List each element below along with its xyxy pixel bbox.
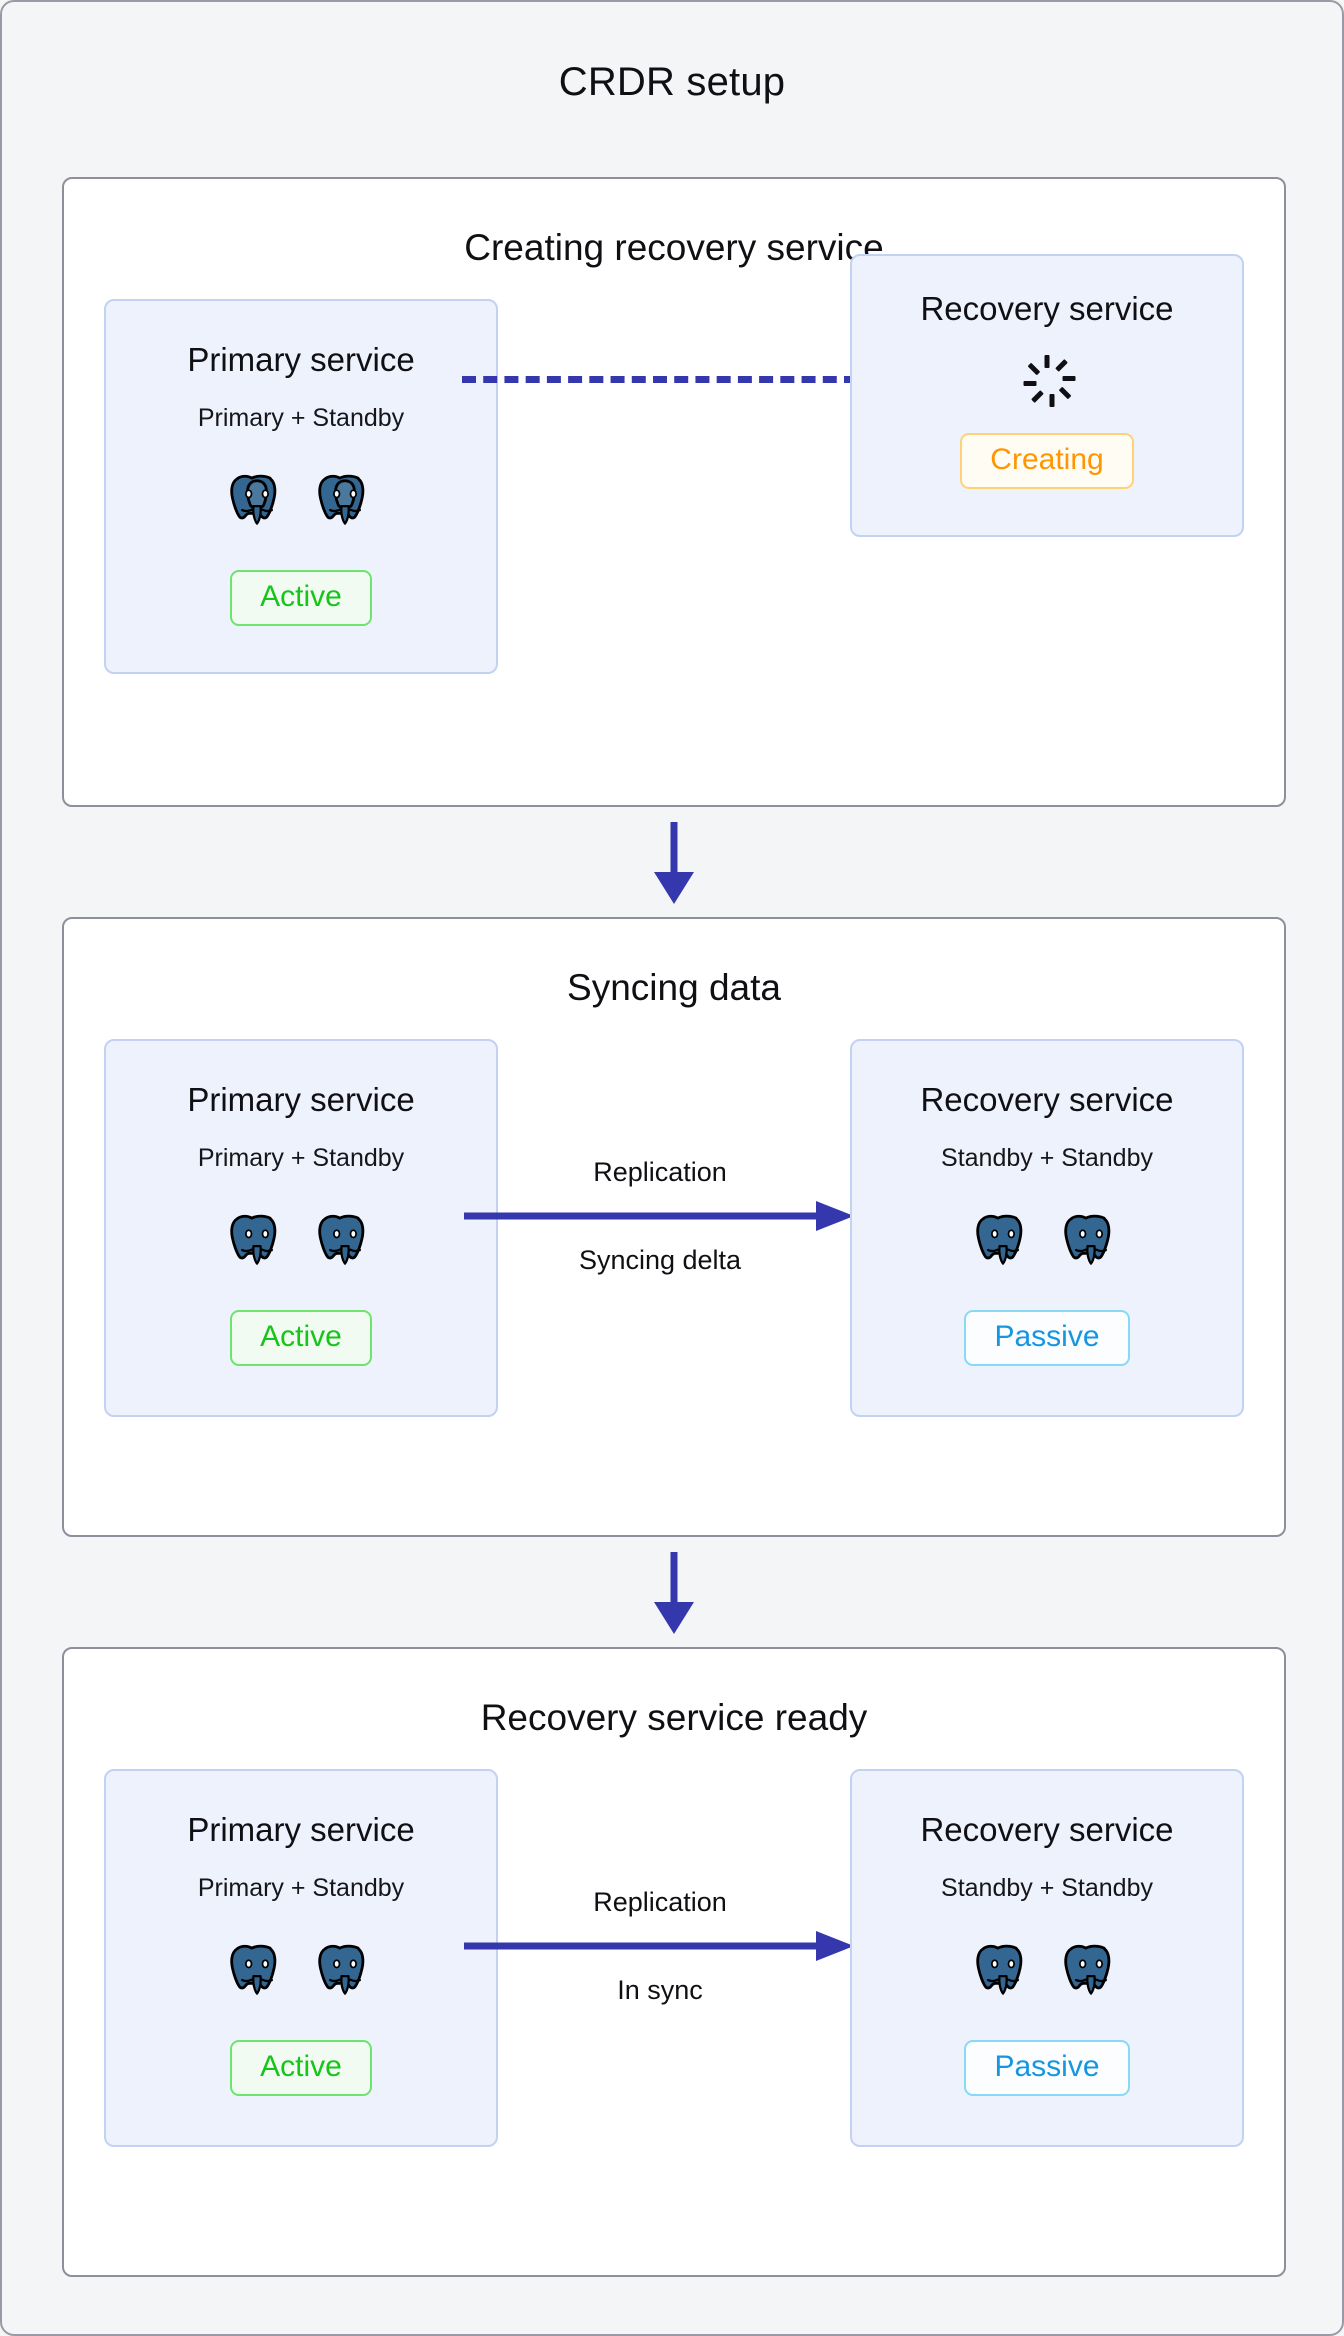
page-title: CRDR setup — [558, 60, 786, 104]
stage-title: Recovery service ready — [480, 1697, 868, 1738]
status-badge: Active — [230, 570, 372, 626]
connector-replication: Replication Syncing delta — [462, 1159, 858, 1279]
stage-title: Syncing data — [567, 967, 781, 1008]
service-card-recovery[interactable]: Recovery service Standby + Standby — [850, 1039, 1244, 1417]
connector-label-top: Replication — [593, 1157, 727, 1187]
status-badge: Active — [230, 2040, 372, 2096]
node-row — [975, 1941, 1119, 2004]
status-badge: Passive — [964, 1310, 1130, 1366]
service-subtitle: Primary + Standby — [197, 404, 405, 432]
connector-replication: Replication In sync — [462, 1889, 858, 2009]
stage-panel-syncing-data: Syncing data Primary service Primary + S… — [62, 917, 1286, 1537]
loading-spinner-icon — [1021, 355, 1076, 407]
stage-panel-creating-recovery-service: Creating recovery service Primary servic… — [62, 177, 1286, 807]
status-badge: Creating — [960, 433, 1134, 489]
service-subtitle: Primary + Standby — [197, 1144, 405, 1172]
connector-dashed-line — [462, 376, 858, 383]
service-name: Recovery service — [920, 1081, 1174, 1118]
service-subtitle: Primary + Standby — [197, 1874, 405, 1902]
service-subtitle: Standby + Standby — [941, 1874, 1153, 1902]
node-row — [975, 1211, 1119, 1274]
service-card-primary[interactable]: Primary service Primary + Standby — [104, 1039, 498, 1417]
flow-arrow-down — [632, 1550, 716, 1641]
service-name: Primary service — [187, 1811, 415, 1848]
service-name: Recovery service — [920, 290, 1174, 327]
postgres-icon — [1063, 1941, 1119, 2004]
status-badge: Passive — [964, 2040, 1130, 2096]
postgres-icon — [317, 471, 373, 534]
postgres-icon — [317, 1211, 373, 1274]
postgres-icon — [229, 1211, 285, 1274]
connector-label-bottom: Syncing delta — [578, 1245, 742, 1275]
status-badge: Active — [230, 1310, 372, 1366]
service-name: Primary service — [187, 341, 415, 378]
postgres-icon — [229, 471, 285, 534]
service-subtitle: Standby + Standby — [941, 1144, 1153, 1172]
stage-title: Creating recovery service — [464, 227, 884, 268]
service-name: Recovery service — [920, 1811, 1174, 1848]
postgres-icon — [317, 1941, 373, 2004]
postgres-icon — [975, 1941, 1031, 2004]
postgres-icon — [975, 1211, 1031, 1274]
flow-arrow-down — [632, 820, 716, 911]
service-card-recovery[interactable]: Recovery service Creating — [850, 254, 1244, 537]
postgres-icon — [229, 1941, 285, 2004]
service-card-recovery[interactable]: Recovery service Standby + Standby — [850, 1769, 1244, 2147]
node-row — [229, 1211, 373, 1274]
postgres-icon — [1063, 1211, 1119, 1274]
service-name: Primary service — [187, 1081, 415, 1118]
service-card-primary[interactable]: Primary service Primary + Standby — [104, 299, 498, 674]
stage-panel-recovery-service-ready: Recovery service ready Primary service P… — [62, 1647, 1286, 2277]
connector-label-top: Replication — [593, 1887, 727, 1917]
service-card-primary[interactable]: Primary service Primary + Standby — [104, 1769, 498, 2147]
connector-label-bottom: In sync — [617, 1975, 703, 2005]
node-row — [229, 471, 373, 534]
node-row — [229, 1941, 373, 2004]
